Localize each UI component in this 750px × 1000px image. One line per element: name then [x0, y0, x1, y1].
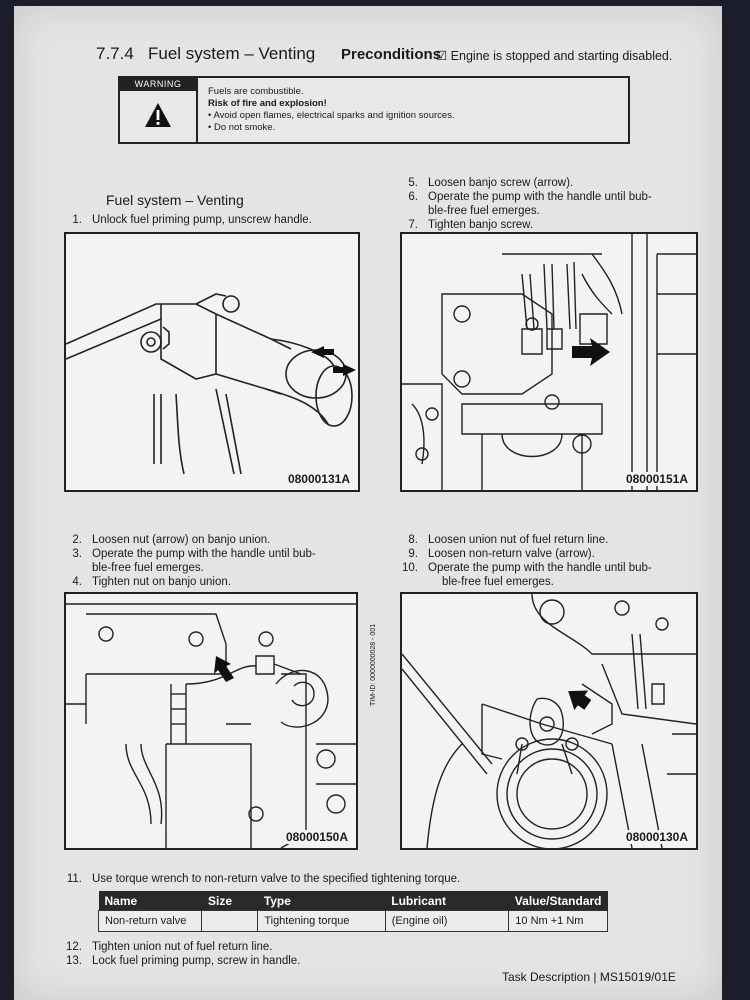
column-header-type: Type [257, 891, 386, 911]
step-9: 9.Loosen non-return valve (arrow). [408, 548, 595, 560]
priming-pump-drawing [66, 293, 356, 475]
column-header-size: Size [201, 891, 258, 911]
cell-type: Tightening torque [257, 910, 386, 932]
figure-non-return-valve: 08000130A [400, 592, 698, 850]
warning-bullet: • Avoid open flames, electrical sparks a… [208, 110, 455, 121]
step-2: 2.Loosen nut (arrow) on banjo union. [72, 534, 271, 546]
preconditions-label: Preconditions [341, 46, 442, 63]
step-6: 6.Operate the pump with the handle until… [408, 191, 652, 203]
warning-bullet: • Do not smoke. [208, 122, 276, 133]
step-11: 11.Use torque wrench to non-return valve… [66, 873, 461, 885]
figure-code: 08000130A [623, 830, 690, 844]
warning-symbol-panel: WARNING [120, 78, 198, 142]
step-10-cont: ble-free fuel emerges. [442, 576, 554, 588]
column-header-name: Name [98, 891, 202, 911]
step-13: 13.Lock fuel priming pump, screw in hand… [66, 955, 301, 967]
step-3-cont: ble-free fuel emerges. [92, 562, 204, 574]
step-12: 12.Tighten union nut of fuel return line… [66, 941, 273, 953]
column-header-lubricant: Lubricant [385, 891, 509, 911]
figure-banjo-screw: 08000151A [400, 232, 698, 492]
table-header-row: Name Size Type Lubricant Value/Standard [98, 891, 608, 911]
cell-lubricant: (Engine oil) [384, 910, 510, 932]
non-return-valve-drawing [402, 594, 696, 848]
step-3: 3.Operate the pump with the handle until… [72, 548, 316, 560]
warning-line-1: Fuels are combustible. [208, 86, 304, 97]
step-5: 5.Loosen banjo screw (arrow). [408, 177, 574, 189]
torque-spec-table: Name Size Type Lubricant Value/Standard … [97, 891, 608, 932]
figure-code: 08000151A [623, 472, 690, 486]
page-footer: Task Description | MS15019/01E [502, 970, 676, 984]
figure-code: 08000131A [285, 472, 352, 486]
page-title: Fuel system – Venting [148, 44, 316, 63]
warning-text: Fuels are combustible. Risk of fire and … [208, 86, 455, 134]
warning-triangle-icon [145, 103, 171, 127]
cell-size [201, 910, 259, 932]
banjo-screw-drawing [402, 234, 696, 490]
step-8: 8.Loosen union nut of fuel return line. [408, 534, 609, 546]
banjo-union-drawing [66, 603, 356, 848]
cell-name: Non-return valve [97, 910, 203, 932]
precondition-text: ☑ Engine is stopped and starting disable… [436, 49, 673, 63]
section-title: Fuel system – Venting [106, 192, 244, 208]
section-number: 7.7.4 [96, 44, 134, 63]
step-4: 4.Tighten nut on banjo union. [72, 576, 231, 588]
step-7: 7.Tighten banjo screw. [408, 219, 534, 231]
warning-box: WARNING Fuels are combustible. Risk of f… [118, 76, 630, 144]
manual-page: 7.7.4 Fuel system – Venting Precondition… [14, 6, 722, 1000]
warning-tag: WARNING [120, 78, 196, 91]
cell-value: 10 Nm +1 Nm [508, 910, 608, 932]
figure-code: 08000150A [283, 830, 350, 844]
column-header-value: Value/Standard [508, 891, 608, 911]
table-row: Non-return valve Tightening torque (Engi… [97, 910, 608, 932]
step-10: 10.Operate the pump with the handle unti… [402, 562, 652, 574]
figure-banjo-union: 08000150A [64, 592, 358, 850]
warning-line-2: Risk of fire and explosion! [208, 98, 327, 109]
step-6-cont: ble-free fuel emerges. [428, 205, 540, 217]
side-document-code: TIM-ID: 0000000028 - 001 [370, 623, 377, 706]
step-1: 1.Unlock fuel priming pump, unscrew hand… [72, 214, 312, 226]
figure-priming-pump: 08000131A [64, 232, 360, 492]
